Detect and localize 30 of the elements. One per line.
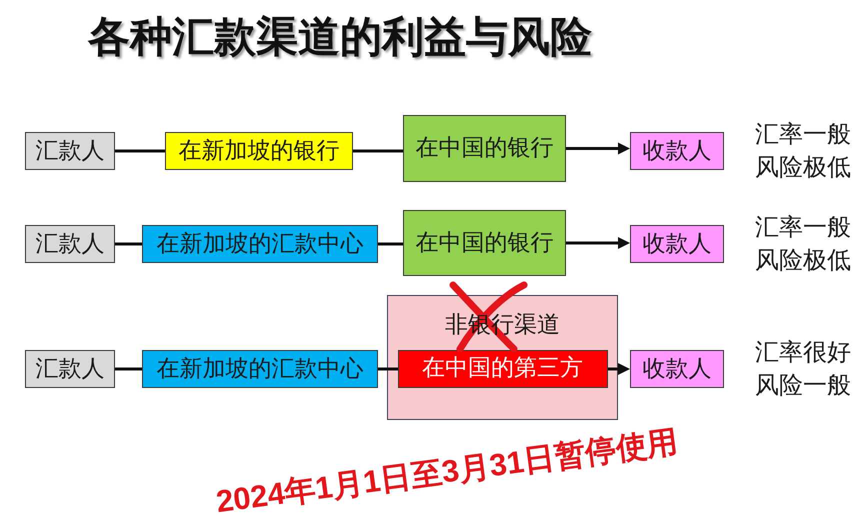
process-box: 在新加坡的银行 xyxy=(165,132,353,170)
title: 各种汇款渠道的利益与风险 xyxy=(88,14,592,60)
note-text: 汇率很好 xyxy=(755,340,851,364)
note-text: 汇率一般 xyxy=(755,215,851,239)
note-text: 风险一般 xyxy=(755,373,851,397)
connector-line xyxy=(115,368,142,370)
process-box: 在新加坡的汇款中心 xyxy=(142,350,378,388)
group-box xyxy=(387,295,618,420)
note-text: 汇率一般 xyxy=(755,122,851,146)
process-box: 收款人 xyxy=(630,350,724,388)
process-box: 在中国的银行 xyxy=(403,115,566,182)
process-box: 汇款人 xyxy=(25,132,115,170)
connector-line xyxy=(378,368,398,370)
arrow xyxy=(566,237,630,249)
process-box: 在新加坡的汇款中心 xyxy=(142,225,378,263)
note-text: 风险极低 xyxy=(755,155,851,179)
arrow xyxy=(566,142,630,154)
connector-line xyxy=(115,242,142,246)
connector-line xyxy=(353,150,403,152)
process-box: 在中国的银行 xyxy=(403,210,566,276)
process-box: 在中国的第三方 xyxy=(398,350,608,388)
arrow xyxy=(608,363,630,375)
note-text: 风险极低 xyxy=(755,248,851,272)
process-box: 收款人 xyxy=(630,225,724,263)
process-box: 收款人 xyxy=(630,132,724,170)
connector-line xyxy=(378,242,403,246)
process-box: 汇款人 xyxy=(25,350,115,388)
notice-text: 2024年1月1日至3月31日暂停使用 xyxy=(214,424,680,520)
process-box: 汇款人 xyxy=(25,225,115,263)
connector-line xyxy=(115,150,165,152)
